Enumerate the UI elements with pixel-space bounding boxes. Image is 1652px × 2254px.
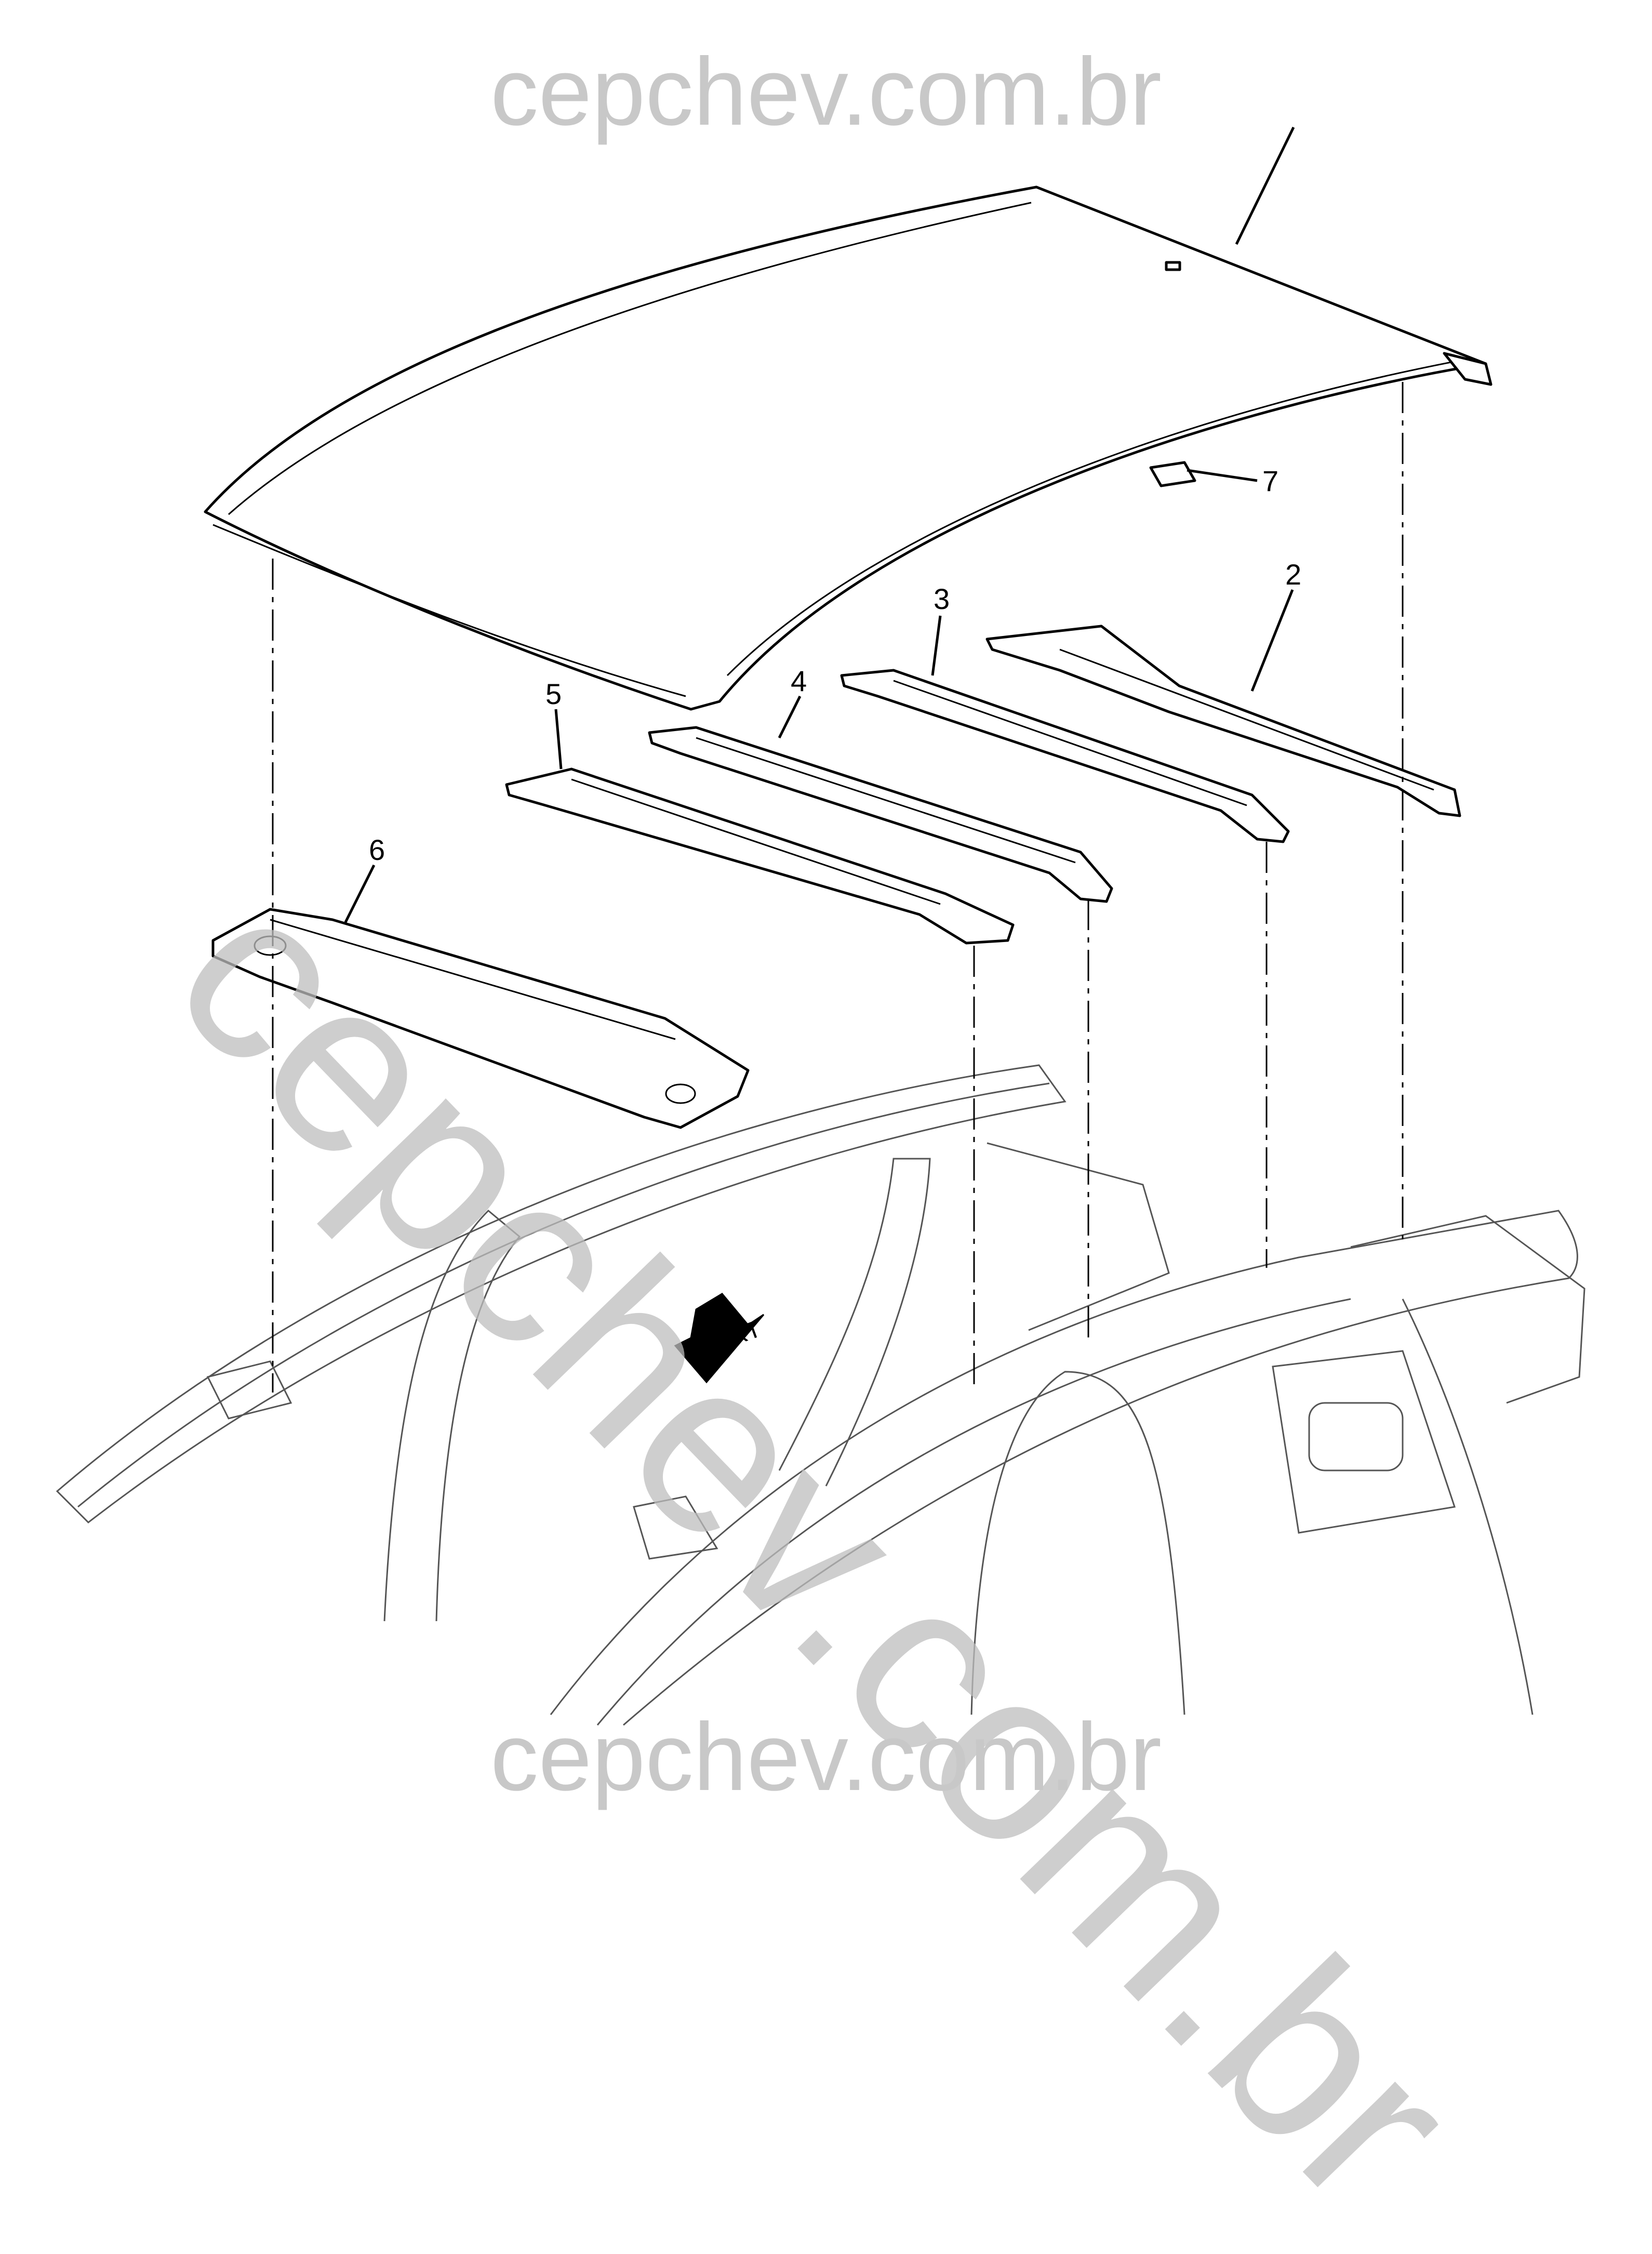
part-7-bracket bbox=[1149, 461, 1196, 487]
parts-diagram: 2 3 4 5 6 7 FRT cepchev.com.br cepchev.c… bbox=[56, 38, 1586, 2254]
callout-4: 4 bbox=[791, 665, 807, 697]
leader-lines bbox=[344, 126, 1295, 923]
callout-6: 6 bbox=[369, 833, 385, 866]
alignment-lines bbox=[272, 382, 1404, 1393]
part-6-front-header bbox=[211, 908, 750, 1129]
part-3-roof-bow bbox=[840, 669, 1290, 843]
watermark-bottom: cepchev.com.br bbox=[490, 1704, 1162, 1811]
callout-5: 5 bbox=[545, 678, 562, 710]
callout-3: 3 bbox=[934, 582, 950, 615]
callout-7: 7 bbox=[1262, 465, 1278, 497]
diagram-canvas: 2 3 4 5 6 7 FRT bbox=[56, 126, 1586, 1726]
roof-panel bbox=[204, 185, 1493, 711]
arrow-icon bbox=[674, 1293, 765, 1384]
part-4-roof-bow bbox=[648, 726, 1113, 903]
part-2-roof-bow bbox=[985, 625, 1461, 817]
watermark-top: cepchev.com.br bbox=[490, 38, 1162, 145]
body-side-frame bbox=[56, 1064, 1586, 1726]
callout-2: 2 bbox=[1285, 558, 1301, 591]
part-5-roof-bow bbox=[505, 767, 1015, 945]
